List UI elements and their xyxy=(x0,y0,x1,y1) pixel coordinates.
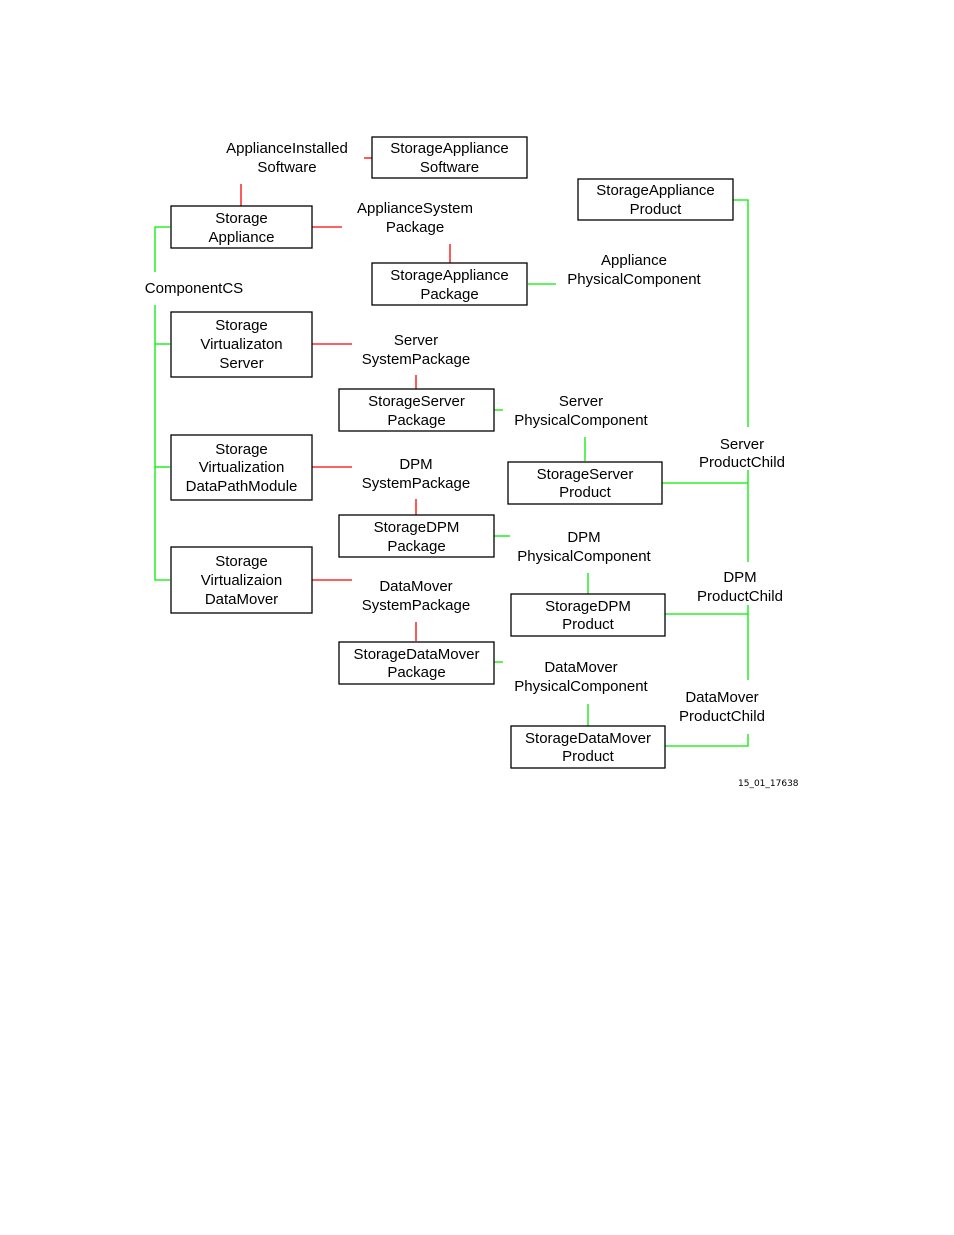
label-dpm-product-child: DPM xyxy=(723,569,756,586)
label-dpm-system-package: DPM xyxy=(399,456,432,473)
label-server-system-package: Server xyxy=(394,332,438,349)
box-label: Server xyxy=(219,355,263,372)
label-dpm-product-child: ProductChild xyxy=(697,588,783,605)
box-label: DataPathModule xyxy=(186,478,298,495)
label-server-physical-component: PhysicalComponent xyxy=(514,412,648,429)
box-label: Package xyxy=(387,664,445,681)
label-datamover-system-package: SystemPackage xyxy=(362,597,470,614)
label-appliance-installed-software: Software xyxy=(257,159,316,176)
link-appliance-product-to-server-child xyxy=(733,199,749,427)
box-label: Storage xyxy=(215,317,268,334)
box-label: StorageDataMover xyxy=(525,730,651,747)
association-labels: ApplianceInstalled Software ApplianceSys… xyxy=(145,140,785,725)
box-label: StorageServer xyxy=(368,393,465,410)
link-componentcs-to-appliance xyxy=(154,226,170,272)
box-label: Storage xyxy=(215,210,268,227)
label-appliance-physical-component: PhysicalComponent xyxy=(567,271,701,288)
label-server-product-child: Server xyxy=(720,436,764,453)
box-label: StorageAppliance xyxy=(596,182,714,199)
box-storage-virtualization-datamover: Storage Virtualizaion DataMover xyxy=(170,546,313,614)
box-storage-server-package: StorageServer Package xyxy=(338,388,495,432)
box-storage-datamover-product: StorageDataMover Product xyxy=(510,725,666,769)
label-server-physical-component: Server xyxy=(559,393,603,410)
box-label: Appliance xyxy=(209,229,275,246)
box-label: Storage xyxy=(215,441,268,458)
label-appliance-installed-software: ApplianceInstalled xyxy=(226,140,348,157)
box-label: Package xyxy=(387,538,445,555)
link-datamover-child-to-product xyxy=(665,734,749,747)
box-label: Product xyxy=(559,484,612,501)
label-datamover-product-child: DataMover xyxy=(685,689,758,706)
box-label: DataMover xyxy=(205,591,278,608)
box-storage-appliance-package: StorageAppliance Package xyxy=(371,262,528,306)
box-storage-server-product: StorageServer Product xyxy=(507,461,663,505)
label-dpm-system-package: SystemPackage xyxy=(362,475,470,492)
box-label: StorageDataMover xyxy=(354,646,480,663)
label-datamover-physical-component: DataMover xyxy=(544,659,617,676)
box-label: StorageAppliance xyxy=(390,267,508,284)
label-server-system-package: SystemPackage xyxy=(362,351,470,368)
label-dpm-physical-component: DPM xyxy=(567,529,600,546)
box-label: StorageServer xyxy=(537,466,634,483)
figure-id: 15_01_17638 xyxy=(738,779,799,789)
box-label: StorageAppliance xyxy=(390,140,508,157)
box-storage-appliance-software: StorageAppliance Software xyxy=(371,136,528,179)
label-server-product-child: ProductChild xyxy=(699,454,785,471)
box-label: Product xyxy=(562,616,615,633)
box-label: Product xyxy=(630,201,683,218)
label-dpm-physical-component: PhysicalComponent xyxy=(517,548,651,565)
box-storage-datamover-package: StorageDataMover Package xyxy=(338,641,495,685)
label-datamover-system-package: DataMover xyxy=(379,578,452,595)
label-datamover-physical-component: PhysicalComponent xyxy=(514,678,648,695)
box-label: Virtualizaion xyxy=(201,572,282,589)
box-label: StorageDPM xyxy=(374,519,460,536)
connectors xyxy=(154,157,749,747)
box-storage-virtualization-server: Storage Virtualizaton Server xyxy=(170,311,313,378)
label-component-cs: ComponentCS xyxy=(145,280,243,297)
box-label: StorageDPM xyxy=(545,598,631,615)
box-label: Storage xyxy=(215,553,268,570)
label-datamover-product-child: ProductChild xyxy=(679,708,765,725)
box-storage-dpm-product: StorageDPM Product xyxy=(510,593,666,637)
label-appliance-system-package: ApplianceSystem xyxy=(357,200,473,217)
box-storage-appliance: Storage Appliance xyxy=(170,205,313,249)
label-appliance-physical-component: Appliance xyxy=(601,252,667,269)
box-label: Virtualization xyxy=(199,459,285,476)
box-label: Software xyxy=(420,159,479,176)
label-appliance-system-package: Package xyxy=(386,219,444,236)
box-storage-appliance-product: StorageAppliance Product xyxy=(577,178,734,221)
box-storage-dpm-package: StorageDPM Package xyxy=(338,514,495,558)
box-label: Package xyxy=(420,286,478,303)
box-label: Virtualizaton xyxy=(200,336,282,353)
box-label: Package xyxy=(387,412,445,429)
box-label: Product xyxy=(562,748,615,765)
link-componentcs-trunk xyxy=(154,305,170,581)
box-storage-virtualization-dpm: Storage Virtualization DataPathModule xyxy=(170,434,313,501)
